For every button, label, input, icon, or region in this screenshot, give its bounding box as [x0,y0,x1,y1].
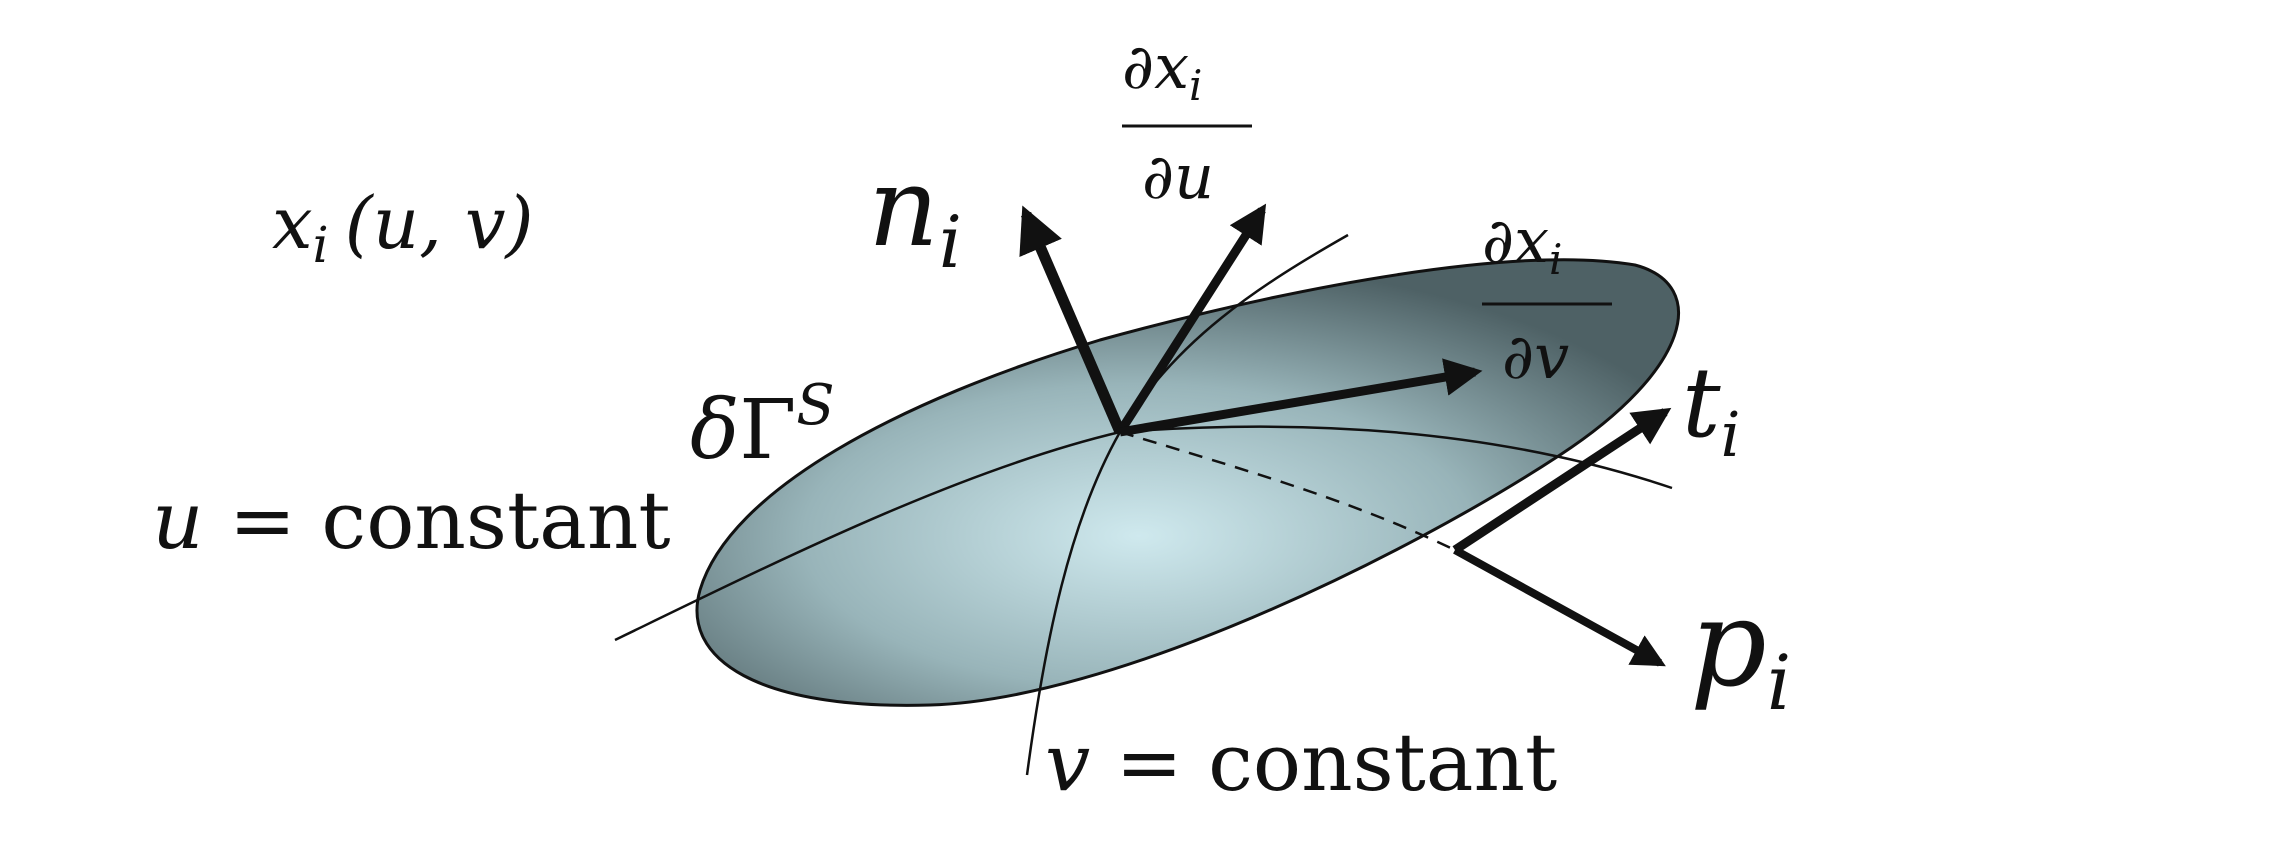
traction-label: pi [1690,575,1791,727]
du-fraction-label: ∂xi ∂u [1122,30,1252,213]
svg-text:∂u: ∂u [1142,140,1214,213]
svg-text:∂v: ∂v [1502,320,1569,393]
svg-text:∂xi: ∂xi [1122,30,1202,110]
svg-text:∂xi: ∂xi [1482,204,1562,284]
tangent-label: ti [1682,347,1740,471]
u-constant-label: u = constant [152,474,670,567]
position-label: xi(u, v) [272,181,534,274]
traction-p-arrow [1453,546,1666,667]
tangent-t-arrow [1452,407,1672,554]
normal-label: ni [868,143,962,284]
v-constant-curve [1025,233,1349,776]
hidden-boundary-curve [1119,430,1456,552]
v-constant-label: v = constant [1045,716,1557,809]
surface-element-label: δΓS [690,373,835,478]
du-tangent-arrow [1116,203,1267,435]
dv-tangent-arrow [1119,358,1483,437]
normal-vector-arrow [1019,205,1126,435]
dv-fraction-label: ∂xi ∂v [1482,204,1612,393]
surface-patch [695,258,1681,707]
